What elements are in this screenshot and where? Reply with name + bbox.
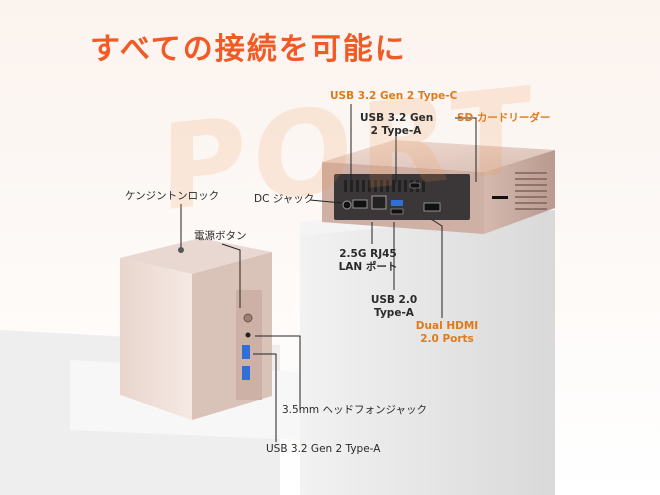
front-device-top: [120, 238, 272, 274]
rear-device-top: [322, 140, 555, 172]
label-kensington: ケンジントンロック: [125, 190, 220, 202]
hdmi-port-1: [352, 199, 368, 209]
hdmi-port-2: [423, 202, 441, 212]
usb-c-rear-port: [409, 182, 421, 189]
kensington-hole: [178, 247, 184, 253]
label-dc-jack: DC ジャック: [254, 193, 315, 205]
audio-jack-port: [245, 332, 251, 338]
power-button: [243, 313, 253, 323]
label-lan-line1: 2.5G RJ45: [339, 248, 397, 260]
label-audio-jack: 3.5mm ヘッドフォンジャック: [282, 404, 427, 416]
label-usb2: USB 2.0 Type-A: [364, 294, 424, 320]
label-power-button: 電源ボタン: [194, 230, 247, 242]
label-lan-line2: LAN ポート: [338, 261, 398, 273]
lan-port: [371, 195, 387, 210]
usb-a-rear-port: [391, 200, 403, 206]
headline: すべての接続を可能に: [90, 32, 407, 67]
sd-card-slot: [492, 196, 508, 199]
dc-jack-port: [342, 200, 352, 210]
label-usb-a-rear-line1: USB 3.2 Gen: [360, 112, 434, 124]
front-device-left: [120, 258, 192, 420]
usb2-rear-port: [390, 208, 404, 215]
rear-device: [322, 140, 555, 234]
label-hdmi: Dual HDMI 2.0 Ports: [414, 320, 480, 346]
label-hdmi-line1: Dual HDMI: [415, 320, 479, 332]
label-hdmi-line2: 2.0 Ports: [420, 333, 474, 345]
usb-a-front-port-1: [242, 345, 250, 359]
label-usb2-line2: Type-A: [374, 307, 414, 319]
callout-lines: [180, 104, 477, 442]
label-usb-a-front: USB 3.2 Gen 2 Type-A: [266, 443, 381, 455]
label-usb-c: USB 3.2 Gen 2 Type-C: [330, 90, 458, 102]
usb-a-front-port-2: [242, 366, 250, 380]
side-vent-grid: [515, 172, 547, 210]
label-usb-a-rear-line2: 2 Type-A: [370, 125, 422, 137]
label-lan: 2.5G RJ45 LAN ポート: [332, 248, 404, 274]
label-usb-a-rear: USB 3.2 Gen 2 Type-A: [360, 112, 434, 138]
front-device: [120, 238, 272, 420]
label-sd-reader: SD カードリーダー: [457, 112, 551, 124]
pedestal-right-face: [300, 210, 555, 495]
label-usb2-line1: USB 2.0: [370, 294, 418, 306]
